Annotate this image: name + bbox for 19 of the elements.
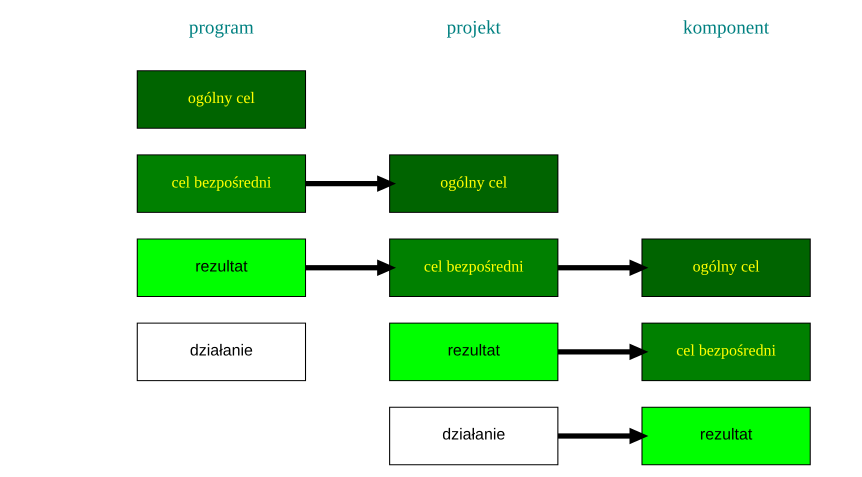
label: komponent [682, 16, 769, 38]
arrow [558, 343, 648, 360]
arrow [305, 258, 396, 276]
node-box: rezultat [388, 322, 558, 381]
node-box: cel bezpośredni [136, 154, 306, 212]
node-box: ogólny cel [640, 238, 810, 297]
arrow [305, 174, 396, 192]
node-box: działanie [136, 322, 306, 381]
arrow [558, 427, 648, 444]
label: projekt [446, 16, 500, 38]
node-box: cel bezpośredni [640, 322, 810, 381]
node-box: cel bezpośredni [388, 238, 558, 297]
label: program [188, 16, 254, 38]
node-box: ogólny cel [136, 70, 306, 128]
node-box: ogólny cel [388, 154, 558, 212]
node-box: działanie [388, 406, 558, 465]
node-box: rezultat [136, 238, 306, 297]
arrow [558, 258, 648, 276]
node-box: rezultat [640, 406, 810, 465]
